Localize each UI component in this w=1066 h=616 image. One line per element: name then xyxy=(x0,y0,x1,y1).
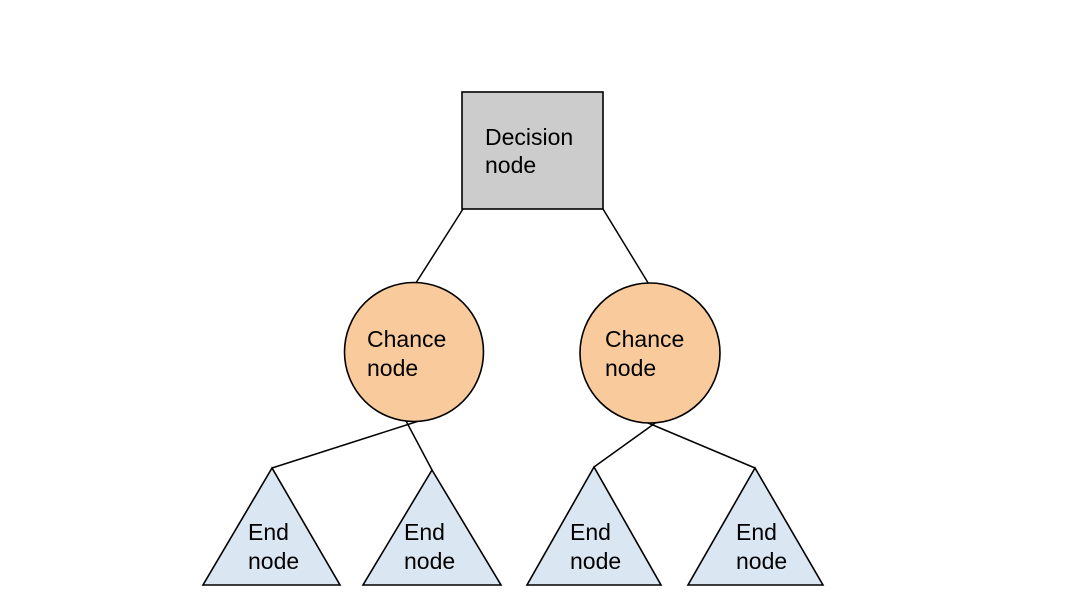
chance-node-left-label-line2: node xyxy=(367,355,418,381)
edge-chance-left-to-end-1 xyxy=(271,419,423,469)
end-node-3-label-line2: node xyxy=(570,548,621,574)
end-node-2-label-line1: End xyxy=(404,519,445,545)
edge-decision-to-chance-right xyxy=(602,208,651,287)
chance-node-right-label-line2: node xyxy=(605,355,656,381)
end-node-3-shape xyxy=(525,465,663,586)
decision-node-label-line2: node xyxy=(485,152,536,178)
edges xyxy=(271,208,756,471)
end-node-3-label-line1: End xyxy=(570,519,611,545)
edge-chance-right-to-end-4 xyxy=(640,419,756,469)
decision-node-shape xyxy=(461,91,604,210)
end-node-4-label-line2: node xyxy=(736,548,787,574)
end-node-4-shape xyxy=(686,466,825,586)
chance-node-right-shape xyxy=(579,282,721,424)
end-node-4-label-line1: End xyxy=(736,519,777,545)
end-node-2-label-line2: node xyxy=(404,548,455,574)
edge-chance-right-to-end-3 xyxy=(593,420,659,468)
end-node-1-shape xyxy=(201,466,342,586)
edge-chance-left-to-end-2 xyxy=(404,418,433,471)
end-node-1-label-line1: End xyxy=(248,519,289,545)
decision-node-label-line1: Decision xyxy=(485,124,573,150)
chance-node-right-label-line1: Chance xyxy=(605,326,684,352)
chance-node-left-shape xyxy=(343,281,485,423)
end-node-1-label-line2: node xyxy=(248,548,299,574)
end-node-2-shape xyxy=(361,468,503,586)
edge-decision-to-chance-left xyxy=(413,208,464,287)
chance-node-left-label-line1: Chance xyxy=(367,326,446,352)
